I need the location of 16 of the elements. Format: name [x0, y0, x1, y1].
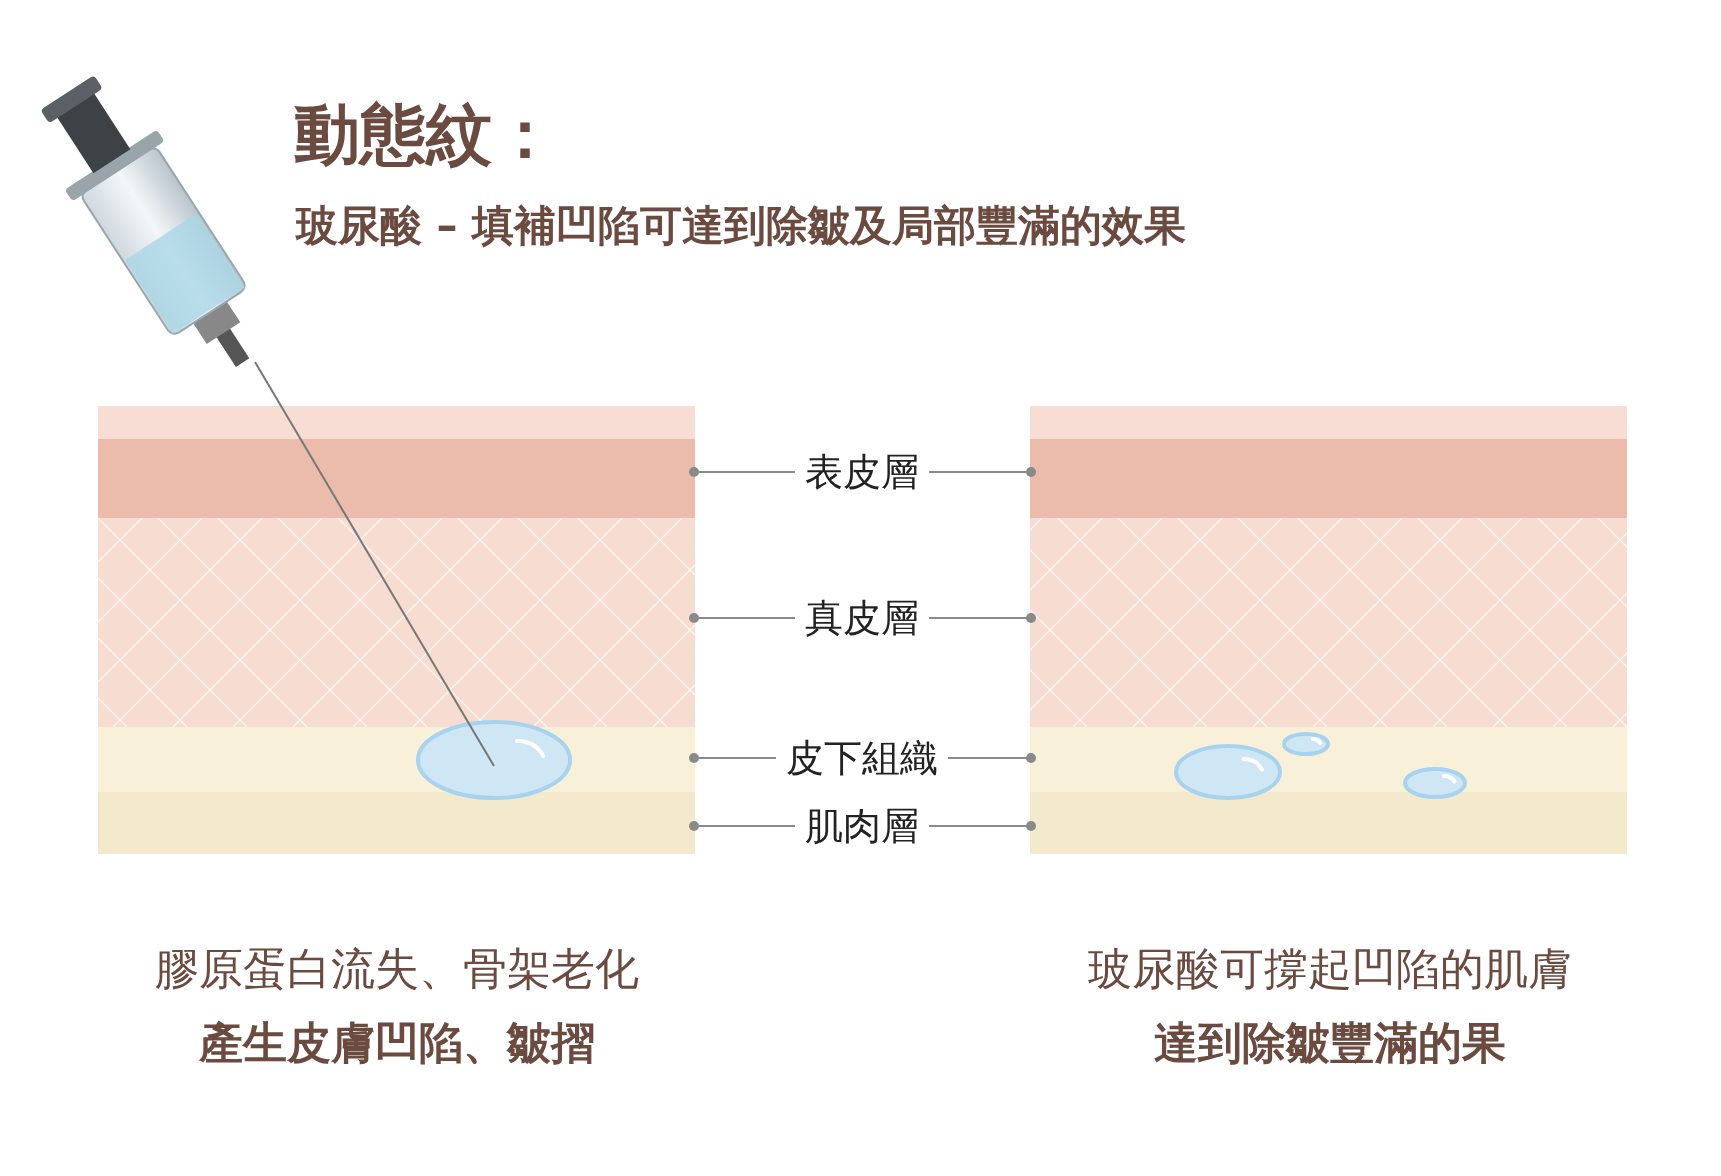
- leader-line: [928, 467, 1036, 477]
- leader-line: [689, 821, 796, 831]
- caption-text: 達到除皺豐滿的果: [1154, 1016, 1506, 1070]
- caption-text: 產生皮膚凹陷、皺摺: [199, 1016, 595, 1070]
- leader-line: [689, 753, 777, 763]
- subtitle: 玻尿酸 – 填補凹陷可達到除皺及局部豐滿的效果: [296, 200, 1187, 252]
- caption-text: 玻尿酸可撐起凹陷的肌膚: [1088, 942, 1572, 996]
- skin-cross-section-drawing: [1030, 406, 1627, 854]
- leader-line: [928, 613, 1036, 623]
- leader-line: [928, 821, 1036, 831]
- leader-line: [689, 613, 796, 623]
- leader-line: [689, 467, 796, 477]
- title: 動態紋：: [294, 95, 558, 175]
- leader-line: [947, 753, 1036, 763]
- skin-cross-section-drawing: [98, 406, 695, 854]
- caption-text: 膠原蛋白流失、骨架老化: [155, 942, 639, 996]
